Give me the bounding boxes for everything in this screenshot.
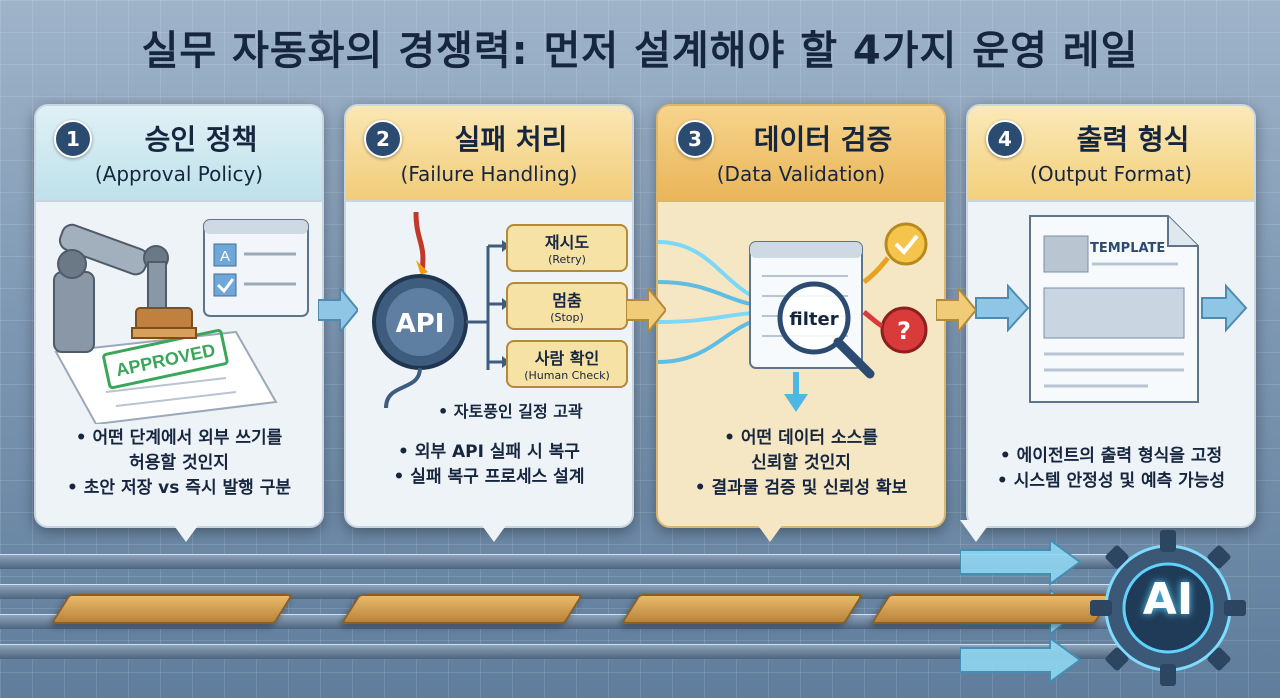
bullet-line: • 실패 복구 프로세스 설계 [393,467,585,487]
svg-text:A: A [220,248,230,265]
card-failure-handling: 2 실패 처리 (Failure Handling) API 재시도 (Retr… [344,104,634,528]
step-number-badge: 3 [676,120,714,158]
api-gear-illustration: API 재시도 (Retry) 멈춤 (Stop) 사람 확인 (Human C… [346,202,632,424]
card-pointer [754,520,786,542]
illustration-note: • 자토풍인 길정 고곽 [438,402,583,421]
step-number-badge: 2 [364,120,402,158]
bullet-line: 허용할 것인지 [129,453,229,473]
page-title: 실무 자동화의 경쟁력: 먼저 설계해야 할 4가지 운영 레일 [141,28,1139,74]
bullet-line: • 외부 API 실패 시 복구 [398,442,580,462]
step-number-badge: 4 [986,120,1024,158]
card-title: 실패 처리 [454,123,568,156]
bullet-line: • 에이전트의 출력 형식을 고정 [999,446,1223,466]
rail [0,644,1120,659]
card-bullets: • 외부 API 실패 시 복구 • 실패 복구 프로세스 설계 [346,440,632,490]
api-label: API [396,309,445,339]
card-bullets: • 어떤 데이터 소스를 신뢰할 것인지 • 결과물 검증 및 신뢰성 확보 [658,426,944,501]
check-icon [884,222,928,266]
bullet-line: • 어떤 단계에서 외부 쓰기를 [75,428,283,448]
bullet-line: • 결과물 검증 및 신뢰성 확보 [694,478,908,498]
card-subtitle: (Data Validation) [716,162,886,186]
rail-plank [620,594,864,624]
robot-arm-stamp-icon: APPROVED A [36,202,322,426]
bullet-line: • 초안 저장 vs 즉시 발행 구분 [67,478,291,498]
card-header: 2 실패 처리 (Failure Handling) [346,106,632,202]
step-number-badge: 1 [54,120,92,158]
card-pointer [960,520,992,542]
question-icon: ? [880,306,928,354]
magnifier-icon [777,281,875,379]
ai-label: AI [1142,574,1194,625]
rail [0,554,1120,569]
card-header: 4 출력 형식 (Output Format) [968,106,1254,202]
template-document-icon: TEMPLATE [968,202,1254,424]
template-label: TEMPLATE [1090,241,1165,256]
bullet-line: 신뢰할 것인지 [751,453,851,473]
option-retry: 재시도 (Retry) [506,224,628,272]
card-data-validation: 3 데이터 검증 (Data Validation) filter [656,104,946,528]
rail-plank [340,594,584,624]
bullet-line: • 시스템 안정성 및 예측 가능성 [996,471,1226,491]
card-subtitle: (Failure Handling) [400,162,578,186]
card-approval-policy: 1 승인 정책 (Approval Policy) APPROVED [34,104,324,528]
card-bullets: • 어떤 단계에서 외부 쓰기를 허용할 것인지 • 초안 저장 vs 즉시 발… [36,426,322,501]
rail-plank [870,594,1114,624]
option-stop: 멈춤 (Stop) [506,282,628,330]
svg-text:?: ? [897,317,911,345]
card-subtitle: (Output Format) [1030,162,1192,186]
bullet-line: • 어떤 데이터 소스를 [724,428,878,448]
ai-gear-icon [1090,530,1246,686]
card-subtitle: (Approval Policy) [94,162,264,186]
card-header: 1 승인 정책 (Approval Policy) [36,106,322,202]
gear-icon [372,274,468,370]
arrow-right-icon [626,288,666,332]
card-header: 3 데이터 검증 (Data Validation) [658,106,944,202]
card-title: 출력 형식 [1076,123,1190,156]
card-title: 승인 정책 [144,123,258,156]
operation-rails [0,540,1280,698]
card-pointer [170,520,202,542]
option-human-check: 사람 확인 (Human Check) [506,340,628,388]
arrow-right-icon [936,288,976,332]
card-bullets: • 에이전트의 출력 형식을 고정 • 시스템 안정성 및 예측 가능성 [968,444,1254,494]
card-pointer [478,520,510,542]
rail-plank [50,594,294,624]
card-output-format: 4 출력 형식 (Output Format) TEMPLATE • 에이전트의… [966,104,1256,528]
arrow-right-icon [318,288,358,332]
data-filter-illustration: filter ? [658,202,944,424]
filter-label: filter [789,309,838,330]
card-title: 데이터 검증 [753,123,893,156]
